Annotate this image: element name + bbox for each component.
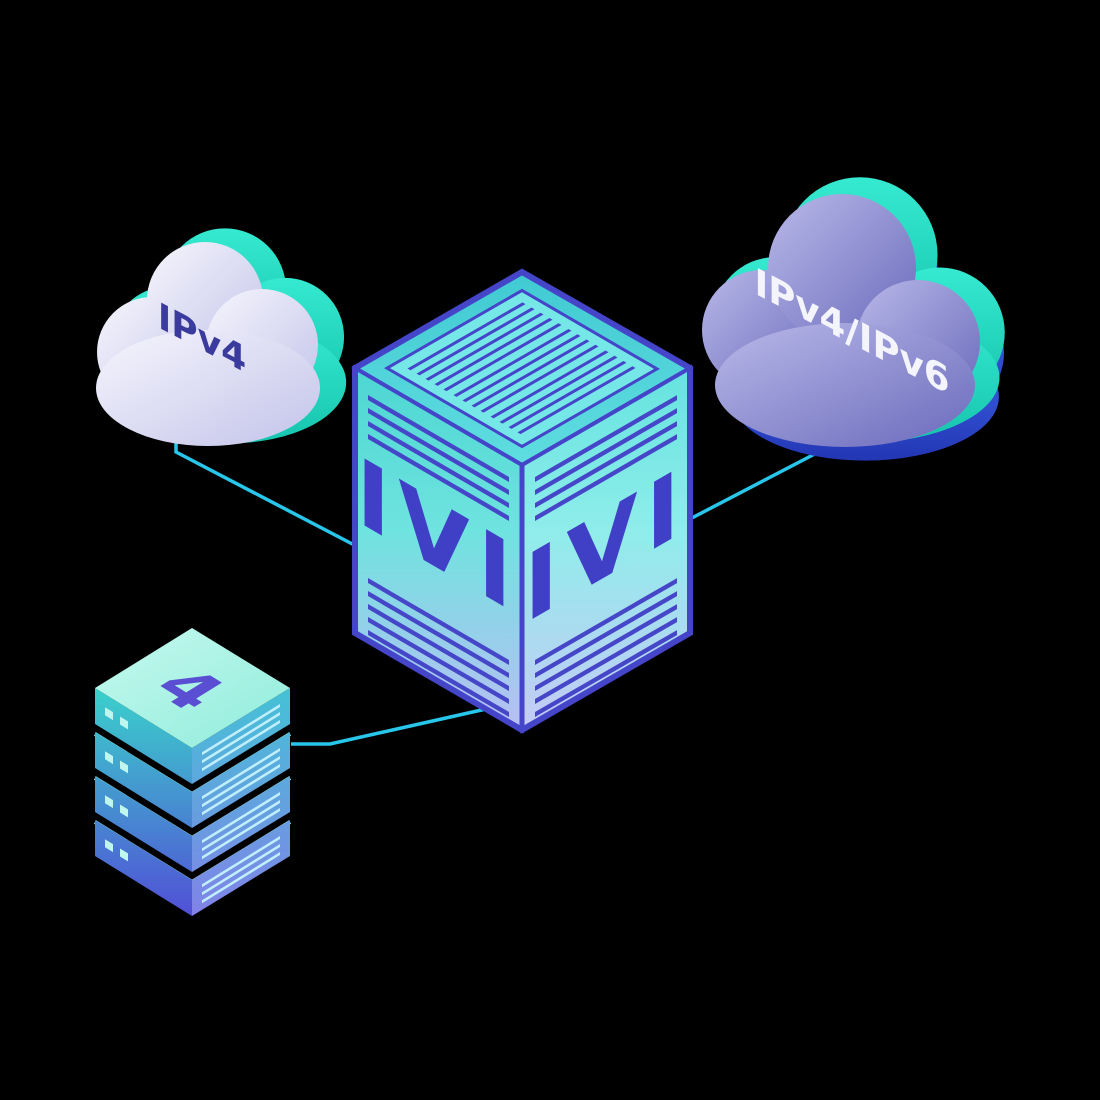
server-unit <box>93 732 292 828</box>
server-unit-vents <box>202 748 280 816</box>
server-stack: 4 <box>93 628 292 916</box>
ipv4-ipv6-cloud-body <box>702 194 980 447</box>
server-unit-vents <box>202 792 280 860</box>
server-unit <box>95 688 290 784</box>
server-unit-leds <box>105 839 128 862</box>
server-unit <box>93 776 292 872</box>
server-unit-vents <box>202 836 280 904</box>
server-unit-vents <box>202 704 280 772</box>
ipv4-cloud-body <box>96 242 320 446</box>
ipv4-cloud: IPv4 <box>96 228 347 446</box>
server-unit-leds <box>105 707 128 730</box>
ivi-translator-box: IVI IVI <box>351 268 695 734</box>
ipv4-ipv6-cloud: IPv4/IPv6 <box>702 177 1005 461</box>
box-top-face-panel <box>384 288 660 449</box>
server-unit-leds <box>105 795 128 818</box>
connector-server-to-box <box>291 707 487 746</box>
box-outline <box>352 268 693 734</box>
server-stack-top-face <box>95 628 290 748</box>
server-unit <box>93 820 292 916</box>
server-unit-leds <box>105 751 128 774</box>
